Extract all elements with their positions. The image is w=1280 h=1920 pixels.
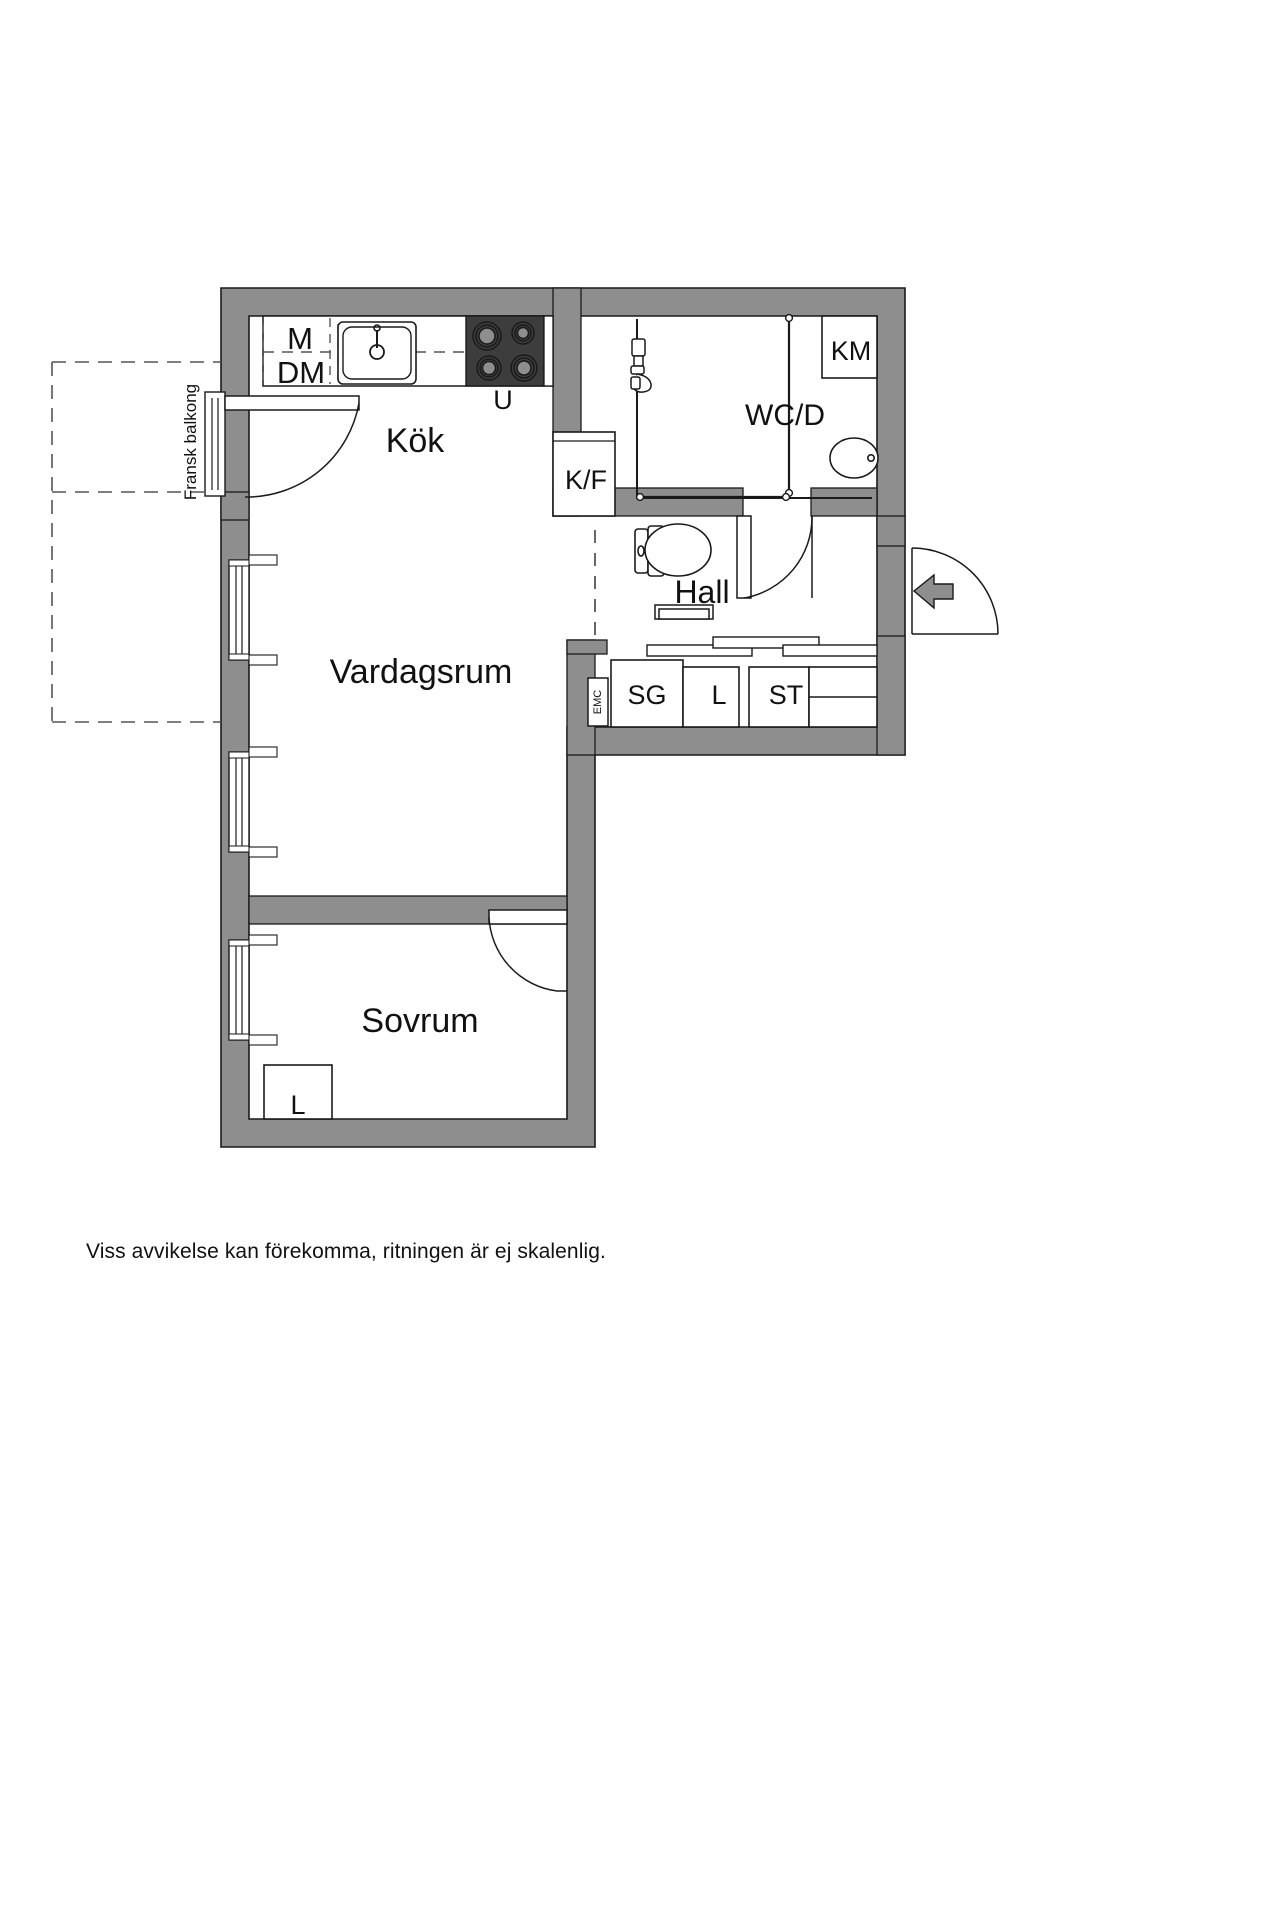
- window-bedroom: [228, 939, 250, 1041]
- washbasin-icon: [829, 437, 879, 479]
- french-balcony-door-frame: [204, 391, 226, 497]
- interior-wall-wc-bottom-right: [810, 487, 878, 517]
- closet-slider-1: [646, 644, 753, 657]
- closet-slider-2: [712, 636, 820, 649]
- bathroom-group: [630, 313, 879, 620]
- french-balcony-door-swing: [244, 402, 360, 498]
- closet-sg: [610, 659, 684, 728]
- room-label-vardagsrum: Vardagsrum: [330, 653, 513, 691]
- toilet-icon: [634, 523, 712, 577]
- window-living-2: [228, 751, 250, 853]
- entrance-wall-upper: [876, 515, 906, 547]
- wc-door-swing: [743, 515, 813, 599]
- entrance-door-swing: [911, 547, 999, 635]
- closet-l: [682, 666, 740, 728]
- rotated-labels-group: Fransk balkong EMC: [181, 384, 604, 714]
- french-balcony-group: [51, 361, 360, 723]
- interior-wall-hall-left-top: [566, 639, 608, 655]
- fixture-labels-group: M DM U K/F KM SG L ST L: [277, 321, 871, 1120]
- kitchen-stove-icon: [465, 315, 545, 387]
- room-label-sovrum: Sovrum: [361, 1002, 478, 1040]
- room-label-wc-d: WC/D: [745, 399, 825, 432]
- bedroom-door-swing: [488, 916, 558, 992]
- windows-group: [228, 554, 278, 1046]
- closet-slider-3: [782, 644, 878, 657]
- doors-group: [488, 515, 999, 992]
- bathroom-shelf-icon: [654, 604, 714, 620]
- kitchen-sink-icon: [337, 321, 417, 385]
- emc-cabinet: [587, 677, 609, 727]
- label-fransk-balkong: Fransk balkong: [181, 384, 200, 500]
- fixture-label-dishwasher: DM: [277, 355, 325, 390]
- combi-machine-unit: [821, 315, 878, 379]
- shower-enclosure-icon: [635, 313, 872, 502]
- bedroom-closet-l: [263, 1064, 333, 1120]
- window-living-1: [228, 559, 250, 661]
- entrance-wall-lower: [876, 635, 906, 756]
- french-balcony-outline: [51, 361, 221, 723]
- label-emc: EMC: [592, 690, 604, 715]
- french-balcony-door-leaf: [224, 395, 360, 411]
- fridge-freezer-unit: [552, 431, 616, 517]
- fixture-label-hall-l: L: [711, 680, 726, 710]
- entrance-arrow-icon: [912, 573, 954, 610]
- fixture-label-combi-machine: KM: [831, 336, 872, 366]
- fixture-label-fridge-freezer: K/F: [565, 465, 607, 495]
- kitchen-group: [262, 315, 554, 387]
- fixture-label-oven: U: [493, 385, 513, 415]
- fixture-label-st: ST: [769, 680, 804, 710]
- room-label-kok: Kök: [386, 422, 446, 460]
- hall-closets-group: [587, 636, 878, 728]
- window-living-1-sill: [248, 554, 278, 566]
- closet-st: [748, 666, 810, 728]
- fixture-label-microwave: M: [287, 321, 313, 356]
- shower-mixer-icon: [630, 338, 652, 393]
- plan-disclaimer-caption: Viss avvikelse kan förekomma, ritningen …: [86, 1240, 606, 1263]
- room-labels-group: Kök Vardagsrum Sovrum Hall WC/D: [330, 399, 825, 1040]
- room-label-hall: Hall: [674, 574, 729, 610]
- fixture-label-sg: SG: [627, 680, 666, 710]
- wc-door-leaf: [736, 515, 752, 599]
- fixture-label-bedroom-l: L: [290, 1090, 305, 1120]
- entrance-door-group: [911, 547, 999, 635]
- bedroom-door-leaf: [488, 909, 568, 925]
